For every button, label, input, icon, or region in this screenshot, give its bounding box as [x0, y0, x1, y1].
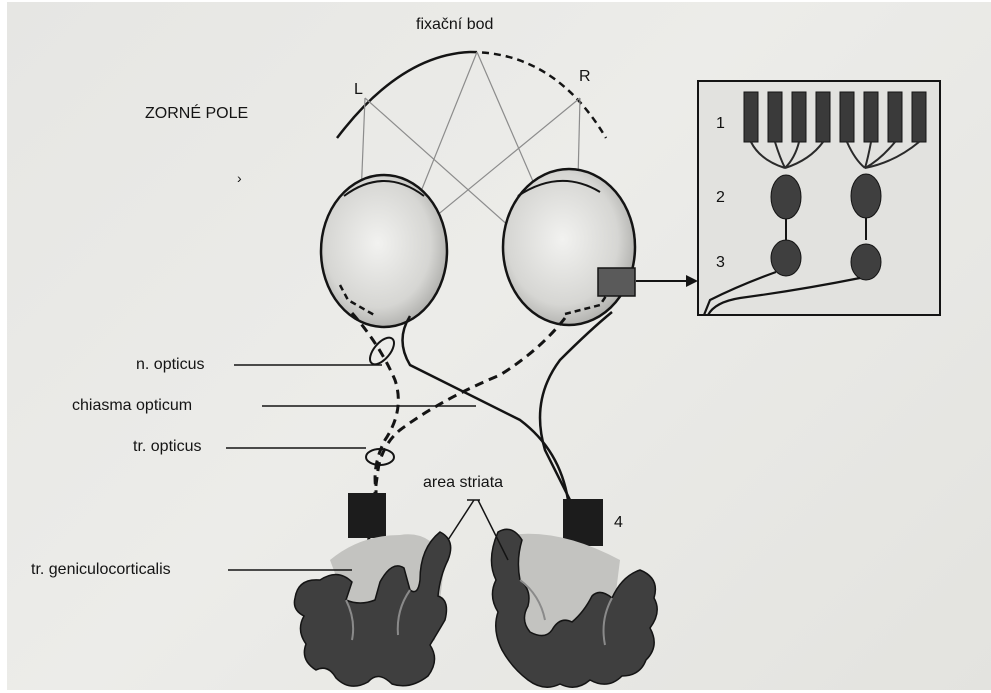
- lateral-geniculate-number: 4: [614, 514, 623, 532]
- lateral-geniculate-left: [348, 493, 386, 538]
- left-eyeball: [321, 175, 447, 327]
- optic-chiasm-label: chiasma opticum: [72, 397, 192, 415]
- right-occipital-cortex: [491, 529, 657, 687]
- right-eyeball: [503, 169, 635, 325]
- visual-field-label: ZORNÉ POLE: [145, 105, 248, 123]
- stray-mark: ›: [237, 170, 242, 186]
- left-field-marker: L: [354, 81, 363, 99]
- optic-tract-label: tr. opticus: [133, 438, 201, 456]
- striate-area-label: area striata: [423, 474, 503, 492]
- lateral-geniculate-right: [563, 499, 603, 546]
- left-occipital-cortex: [294, 532, 450, 686]
- ganglion-layer-number: 3: [716, 254, 725, 272]
- zoom-arrow: [636, 275, 698, 287]
- right-field-marker: R: [579, 68, 591, 86]
- cone-layer-number: 1: [716, 115, 725, 133]
- fixation-point-label: fixační bod: [416, 16, 493, 34]
- retina-inset: [698, 81, 940, 315]
- geniculocortical-tract-label: tr. geniculocorticalis: [31, 561, 171, 579]
- leader-lines: [226, 365, 508, 570]
- optic-nerve-label: n. opticus: [136, 356, 204, 374]
- bipolar-layer-number: 2: [716, 189, 725, 207]
